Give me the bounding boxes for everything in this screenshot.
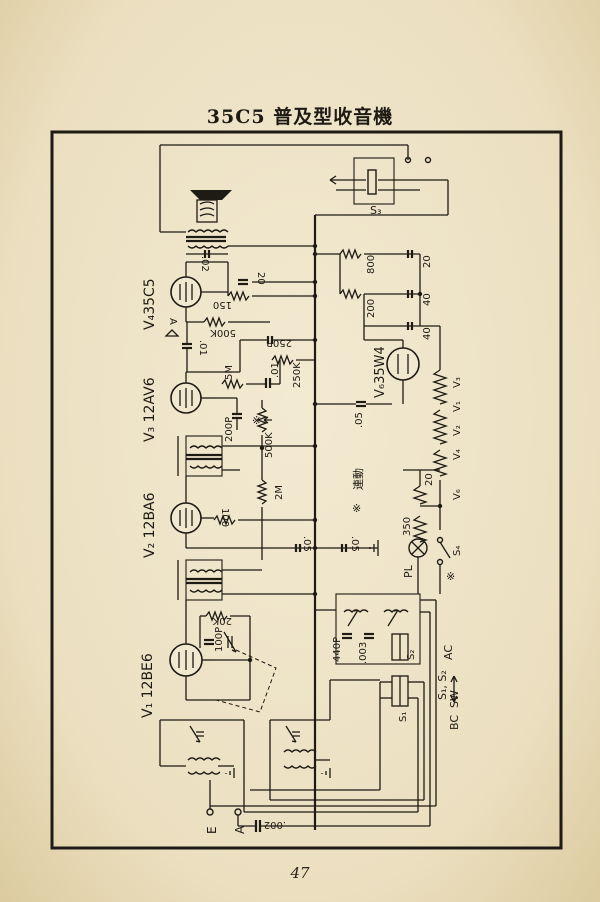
label-tube-v2: V₂ 12BA6 xyxy=(142,492,158,558)
label-tube-v4: V₄35C5 xyxy=(142,278,158,330)
svg-text:100: 100 xyxy=(219,508,230,527)
label-s3: S₃ xyxy=(370,204,381,217)
svg-text:20K: 20K xyxy=(212,615,232,626)
resistor-200 xyxy=(339,288,362,300)
svg-text:V₃: V₃ xyxy=(452,377,463,388)
label-c-02: .02 xyxy=(199,256,210,272)
svg-text:100P: 100P xyxy=(214,627,225,652)
heater-v4-v6 xyxy=(431,449,449,477)
label-tube-v1: V₁ 12BE6 xyxy=(140,653,156,718)
resistor-100 xyxy=(213,514,236,526)
svg-text:※: ※ xyxy=(446,570,455,583)
resistor-800 xyxy=(339,248,362,260)
svg-text:BC: BC xyxy=(448,715,461,730)
svg-text:250K: 250K xyxy=(292,362,303,388)
label-tube-v6: V₆35W4 xyxy=(373,346,388,398)
svg-text:440P: 440P xyxy=(332,637,343,662)
svg-text:200P: 200P xyxy=(224,417,235,442)
svg-text:V₁: V₁ xyxy=(452,401,463,412)
svg-text:.05: .05 xyxy=(301,536,312,552)
svg-text:500K: 500K xyxy=(264,432,275,458)
resistor-5m xyxy=(221,378,244,390)
label-tube-v3: V₃ 12AV6 xyxy=(142,377,158,442)
svg-text:150: 150 xyxy=(213,299,232,310)
svg-text:※: ※ xyxy=(252,414,261,427)
resistor-20 xyxy=(411,485,429,505)
antenna-coil-icon xyxy=(187,757,221,761)
svg-text:V₂: V₂ xyxy=(452,425,463,436)
page-title: 35C5 普及型收音機 xyxy=(206,106,394,128)
svg-text:20: 20 xyxy=(255,272,266,285)
svg-text:A: A xyxy=(233,825,247,834)
svg-text:AC: AC xyxy=(442,645,455,660)
svg-text:S₄: S₄ xyxy=(452,546,463,556)
svg-text:連動: 連動 xyxy=(351,468,365,490)
svg-text:40: 40 xyxy=(422,327,433,340)
svg-text:5M: 5M xyxy=(224,365,235,380)
svg-text:V₄: V₄ xyxy=(452,449,463,460)
gang-linkage xyxy=(215,649,277,713)
resistor-20k xyxy=(205,610,228,622)
svg-text:500K: 500K xyxy=(210,327,236,338)
oscillator-coil-icon xyxy=(283,749,317,753)
svg-text:.002: .002 xyxy=(264,819,286,830)
svg-text:E: E xyxy=(205,826,219,834)
svg-text:.003: .003 xyxy=(358,642,369,664)
svg-text:20: 20 xyxy=(422,255,433,268)
heater-v3-v1 xyxy=(431,369,449,405)
svg-text:※: ※ xyxy=(352,502,361,515)
svg-text:.01: .01 xyxy=(270,362,281,378)
resistor-500k-a xyxy=(203,316,226,328)
resistor-250k xyxy=(271,354,294,366)
resistor-2m xyxy=(256,479,268,505)
speaker-icon xyxy=(190,190,232,200)
volume-pot-500k xyxy=(256,407,268,433)
svg-text:.05: .05 xyxy=(354,412,365,428)
schematic-diagram: S₃ .02 V₄35C5 20 150 xyxy=(50,130,563,850)
svg-text:800: 800 xyxy=(366,255,377,274)
resistor-150 xyxy=(227,290,250,302)
svg-text:350: 350 xyxy=(402,517,413,536)
svg-text:S₂: S₂ xyxy=(406,650,417,660)
switch-s3 xyxy=(353,157,395,205)
svg-text:V₆: V₆ xyxy=(452,489,463,500)
diagram-border xyxy=(50,130,563,850)
svg-text:200: 200 xyxy=(366,299,377,318)
output-transformer-icon xyxy=(187,229,229,233)
svg-text:250P: 250P xyxy=(267,337,292,348)
tube-v6 xyxy=(386,347,420,381)
svg-text:A: A xyxy=(167,318,178,325)
svg-text:PL: PL xyxy=(402,564,415,578)
svg-text:.05: .05 xyxy=(349,536,360,552)
svg-text:S₁: S₁ xyxy=(398,712,409,722)
svg-text:20: 20 xyxy=(424,473,435,486)
svg-text:40: 40 xyxy=(422,293,433,306)
sw-band-coil-box xyxy=(335,593,421,665)
resistor-350 xyxy=(411,515,429,543)
page-number: 47 xyxy=(290,864,310,882)
svg-text:S₁, S₂: S₁, S₂ xyxy=(436,670,449,700)
svg-text:2M: 2M xyxy=(274,485,285,500)
svg-text:.01: .01 xyxy=(197,340,208,356)
